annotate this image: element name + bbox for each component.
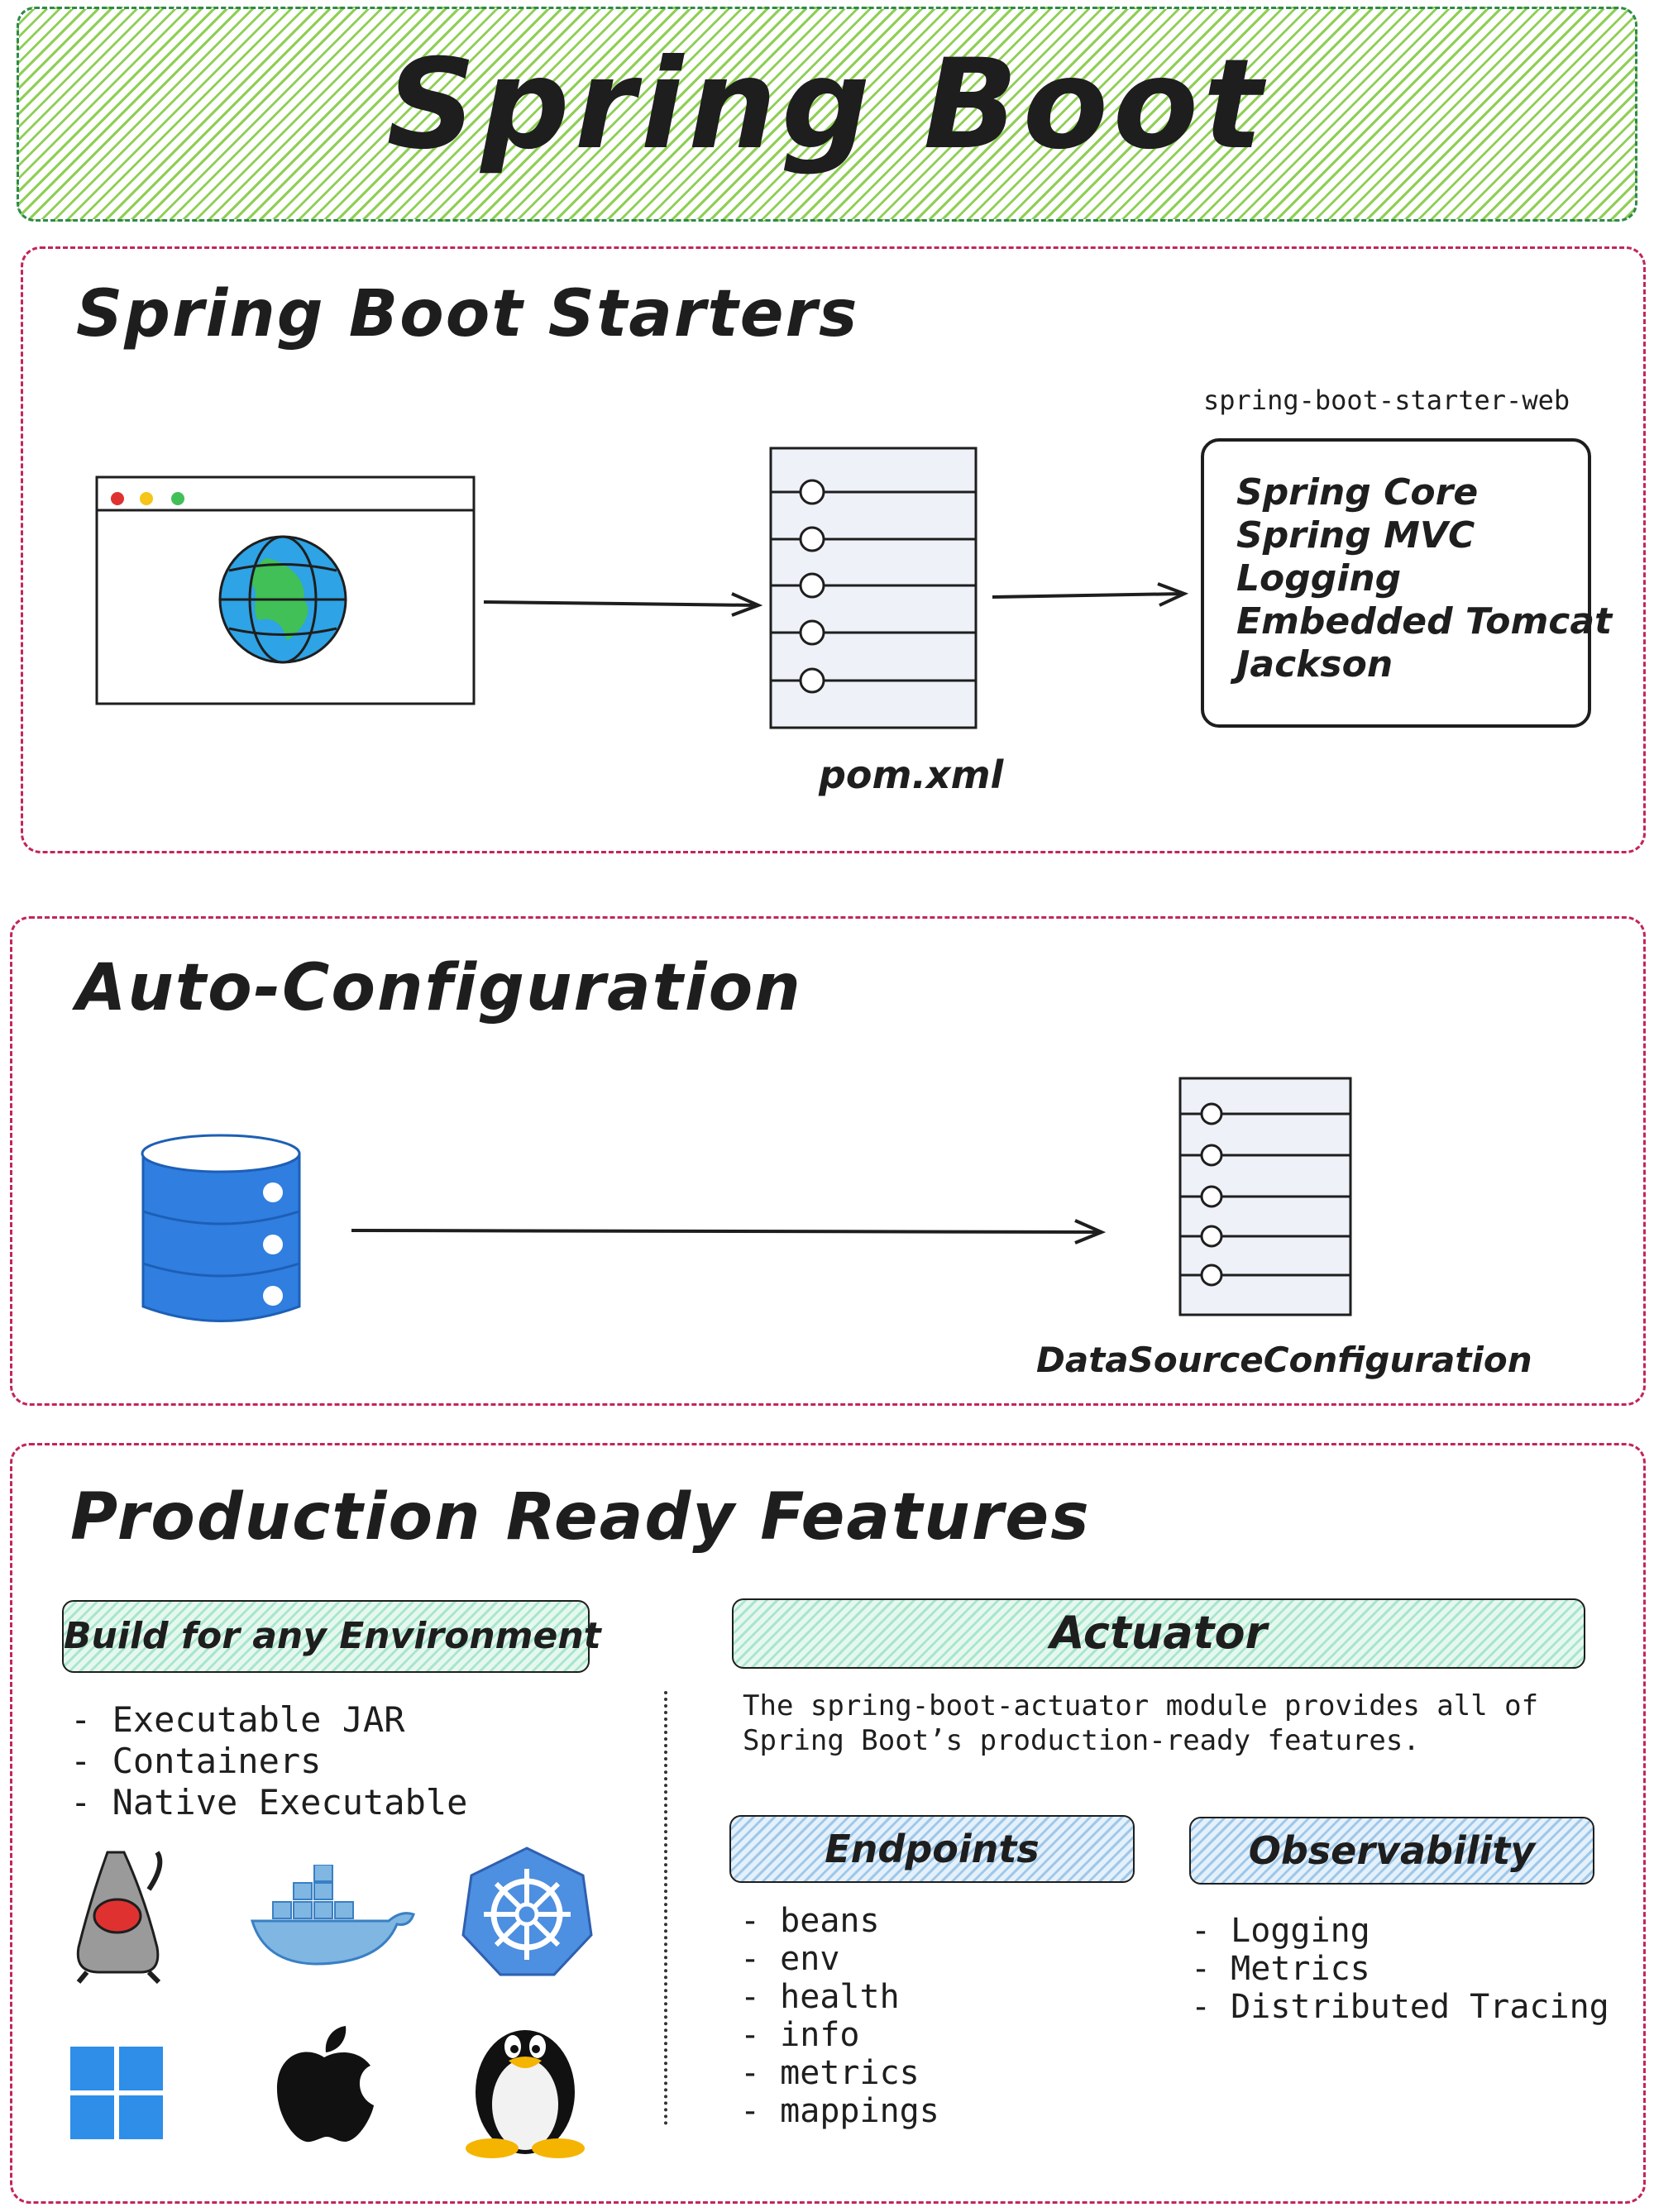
arrow-db-to-config xyxy=(347,1216,1108,1249)
actuator-description: The spring-boot-actuator module provides… xyxy=(743,1689,1539,1722)
starter-item: Spring Core xyxy=(1236,471,1479,514)
windows-icon xyxy=(70,2047,163,2139)
build-pill: Build for any Environment xyxy=(62,1600,601,1673)
endpoint-item: - info xyxy=(740,2016,860,2054)
column-divider xyxy=(664,1691,667,2125)
observability-item: - Metrics xyxy=(1191,1950,1370,1988)
globe-icon xyxy=(217,533,349,666)
starter-item: Jackson xyxy=(1236,643,1393,686)
endpoint-item: - env xyxy=(740,1940,840,1978)
datasource-config-file-icon xyxy=(1178,1077,1352,1316)
endpoints-pill: Endpoints xyxy=(729,1815,1135,1883)
endpoint-item: - metrics xyxy=(740,2054,920,2092)
datasource-config-label: DataSourceConfiguration xyxy=(1036,1340,1532,1380)
pom-label: pom.xml xyxy=(819,752,1004,797)
starter-item: Embedded Tomcat xyxy=(1236,600,1613,643)
duke-java-icon xyxy=(66,1848,174,1985)
endpoint-item: - beans xyxy=(740,1902,880,1940)
starter-box xyxy=(1201,438,1591,728)
build-item: - Containers xyxy=(70,1741,322,1781)
page-title: Spring Boot xyxy=(386,33,1268,177)
starters-title: Spring Boot Starters xyxy=(76,277,859,351)
actuator-pill: Actuator xyxy=(732,1598,1585,1669)
observability-pill: Observability xyxy=(1189,1817,1594,1885)
endpoint-item: - health xyxy=(740,1978,900,2016)
endpoint-item: - mappings xyxy=(740,2092,939,2130)
build-item: - Native Executable xyxy=(70,1782,468,1823)
apple-icon xyxy=(273,2024,376,2144)
actuator-description: Spring Boot’s production-ready features. xyxy=(743,1724,1420,1757)
arrow-pom-to-starter xyxy=(988,579,1191,612)
build-item: - Executable JAR xyxy=(70,1699,405,1740)
header-banner xyxy=(17,7,1637,222)
database-icon xyxy=(141,1133,302,1330)
kubernetes-icon xyxy=(459,1844,595,1980)
arrow-browser-to-pom xyxy=(480,587,765,620)
linux-tux-icon xyxy=(463,2009,587,2158)
starter-item: Spring MVC xyxy=(1236,514,1475,557)
starter-box-title: spring-boot-starter-web xyxy=(1203,385,1570,416)
docker-icon xyxy=(248,1864,422,1968)
starter-item: Logging xyxy=(1236,557,1402,600)
autoconfig-title: Auto-Configuration xyxy=(76,951,802,1025)
observability-item: - Logging xyxy=(1191,1912,1370,1950)
pom-file-icon xyxy=(769,447,978,729)
production-title: Production Ready Features xyxy=(70,1480,1091,1555)
observability-item: - Distributed Tracing xyxy=(1191,1988,1609,2026)
